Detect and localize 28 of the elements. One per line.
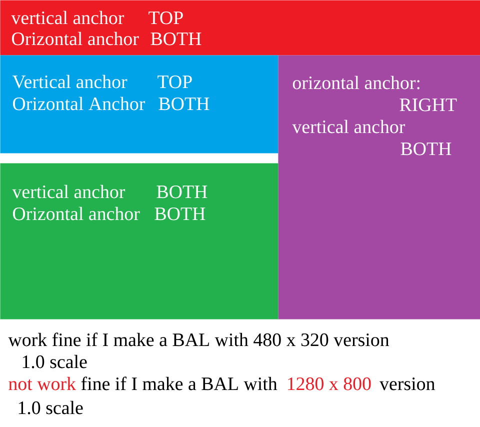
anchor-value: TOP <box>148 11 183 24</box>
note-text: work fine if I make a BAL with 480 x 320 version <box>8 332 390 346</box>
anchor-label: vertical anchor <box>12 184 126 198</box>
anchor-label: Orizontal anchor <box>12 32 139 46</box>
anchor-value: BOTH <box>154 207 206 220</box>
label: not work <box>8 376 76 390</box>
anchor-label: Vertical anchor <box>12 74 128 88</box>
panel <box>0 0 480 56</box>
note-text: not work fine if I make a BAL with 1280 x 800 version <box>8 376 435 390</box>
note-text: 1.0 scale <box>22 354 87 368</box>
panel <box>0 55 278 154</box>
anchor-value: BOTH <box>150 32 202 46</box>
note-text: 1.0 scale <box>18 400 83 414</box>
anchor-value: BOTH <box>158 97 210 110</box>
anchor-label: Orizontal anchor <box>12 206 140 220</box>
anchor-value: BOTH <box>156 185 208 198</box>
panel <box>0 163 278 320</box>
anchor-value: RIGHT <box>400 98 457 112</box>
label: 1280 x 800 <box>288 377 371 390</box>
anchor-label: vertical anchor <box>292 120 406 134</box>
anchor-label: Orizontal Anchor <box>12 96 146 110</box>
anchor-label: vertical anchor <box>11 10 124 24</box>
anchor-value: TOP <box>158 75 192 88</box>
anchor-value: BOTH <box>400 142 452 156</box>
panel <box>278 55 480 320</box>
label: version <box>380 377 435 390</box>
anchor-label: orizontal anchor: <box>292 76 420 90</box>
label: fine if I make a BAL with <box>81 376 278 390</box>
